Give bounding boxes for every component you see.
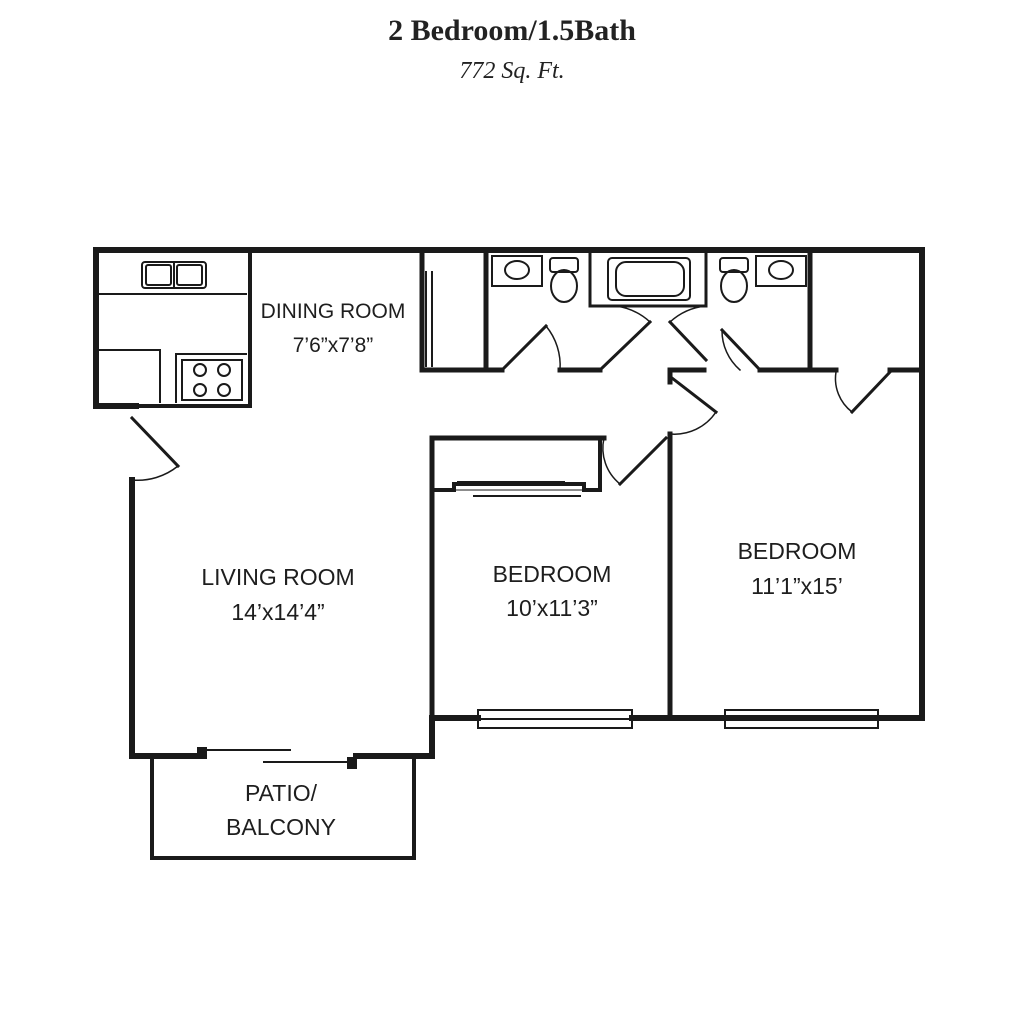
bathroom-doors: [499, 304, 763, 373]
closet-bifold-door: [425, 271, 433, 367]
living-room-name: LIVING ROOM: [201, 564, 354, 590]
bathroom-sink-right-icon: [755, 255, 807, 287]
exterior-walls: [93, 247, 925, 759]
living-room-size: 14’x14’4”: [231, 599, 324, 625]
patio-sliding-door: [197, 747, 357, 769]
closet-sliding-doors: [453, 481, 585, 497]
bathtub-icon: [607, 257, 691, 301]
patio-name-line1: PATIO/: [245, 780, 318, 806]
toilet-left-icon: [549, 257, 579, 303]
dining-closet: [419, 249, 489, 373]
bedroom-walls: [429, 367, 673, 721]
dining-room-name: DINING ROOM: [261, 300, 406, 323]
floorplan-area: 772 Sq. Ft.: [459, 58, 565, 84]
bedroom-large-size: 11’1”x15’: [751, 573, 843, 599]
bathroom-walls: [483, 249, 925, 373]
bedroom-small-size: 10’x11’3”: [506, 595, 598, 621]
bedroom-small-name: BEDROOM: [493, 561, 612, 587]
bedroom-large-window: [724, 709, 879, 729]
floorplan-title: 2 Bedroom/1.5Bath: [388, 14, 636, 47]
patio-balcony: [150, 758, 416, 860]
dining-room-size: 7’6”x7’8”: [293, 334, 374, 357]
kitchen: [99, 248, 252, 408]
bathroom-sink-left-icon: [491, 255, 543, 287]
kitchen-sink-icon: [141, 261, 207, 289]
stove-icon: [181, 359, 243, 401]
toilet-right-icon: [719, 257, 749, 303]
bedroom-small-window: [477, 709, 633, 729]
patio-name-line2: BALCONY: [226, 814, 336, 840]
entry-door: [129, 415, 181, 482]
bedroom-large-name: BEDROOM: [738, 538, 857, 564]
bedroom-doors: [602, 369, 893, 487]
